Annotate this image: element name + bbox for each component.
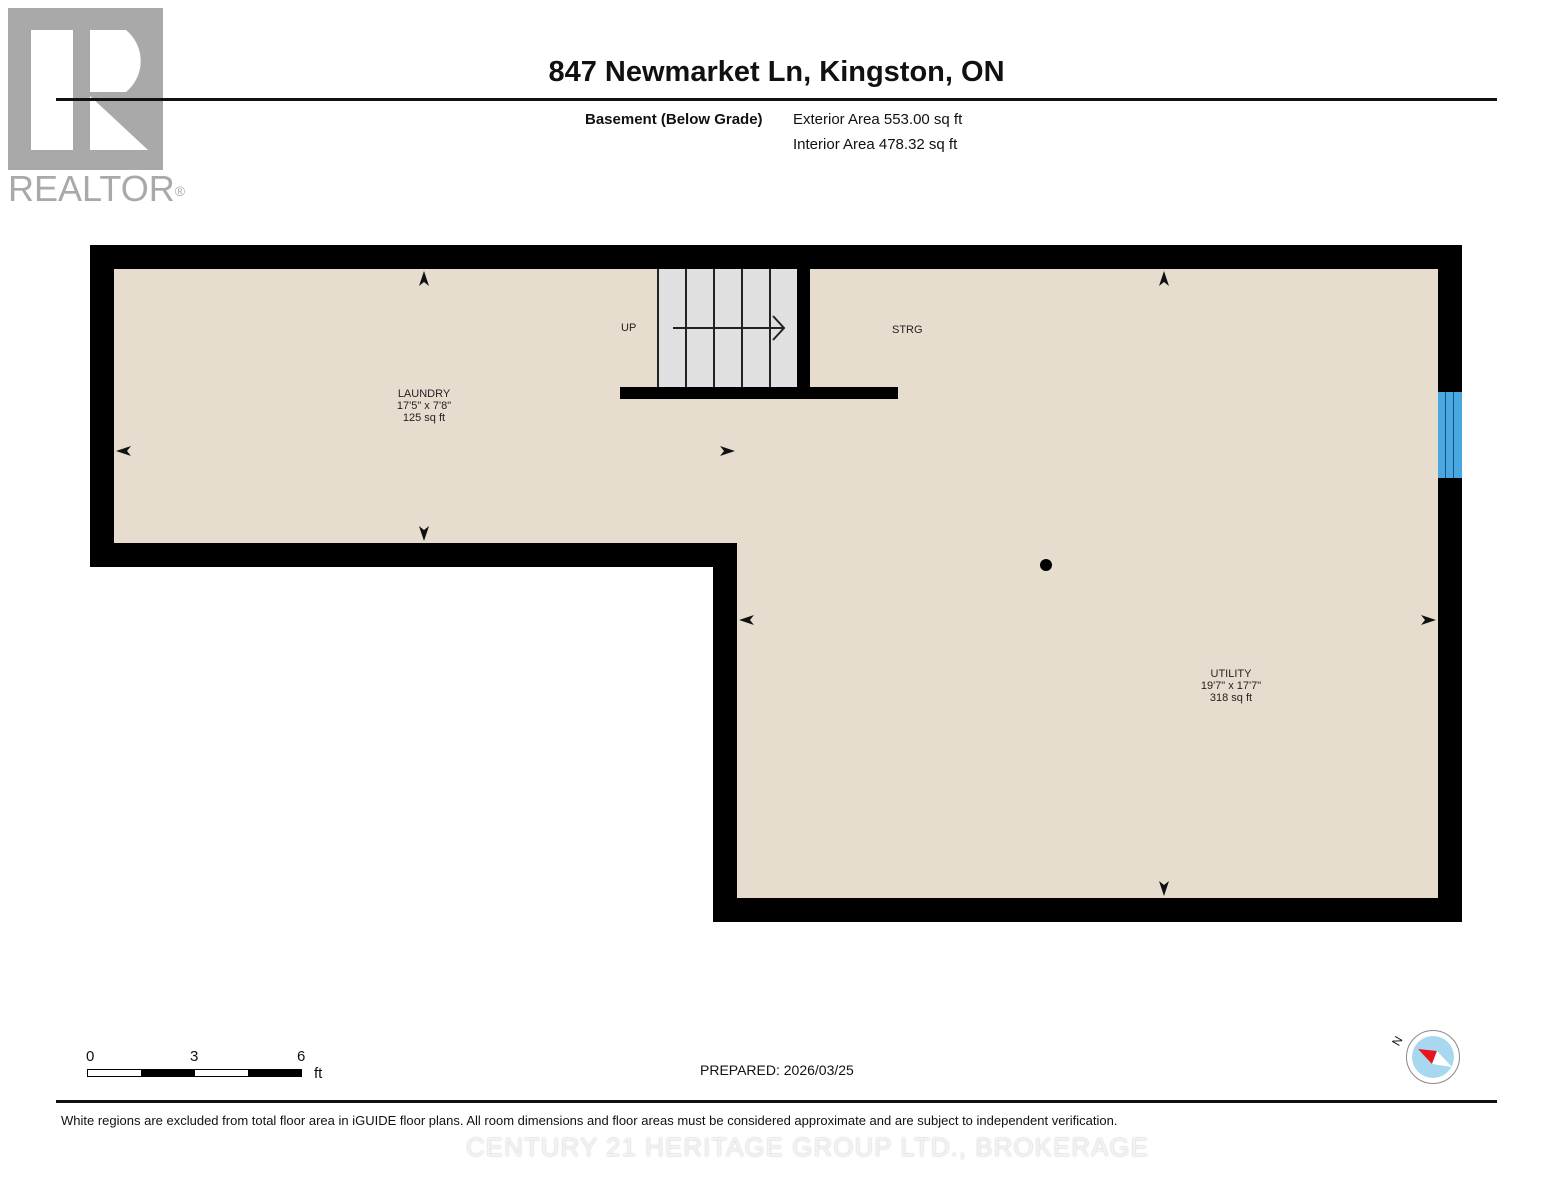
scale-unit: ft	[314, 1065, 323, 1082]
brokerage-watermark: CENTURY 21 HERITAGE GROUP LTD., BROKERAG…	[466, 1132, 1149, 1162]
room-name: UTILITY	[1210, 668, 1252, 680]
scale-segment	[141, 1070, 195, 1076]
wall-laundry-bottom	[90, 543, 737, 567]
scale-bar-graphic	[87, 1069, 302, 1077]
realtor-r-icon	[31, 30, 148, 150]
wall-bottom	[713, 898, 1462, 922]
wall-utility-left	[713, 543, 737, 922]
wall-right	[1438, 245, 1462, 922]
floor-level-label: Basement (Below Grade)	[585, 111, 763, 128]
prepared-date: PREPARED: 2026/03/25	[700, 1062, 854, 1078]
staircase	[657, 269, 797, 387]
room-utility: UTILITY 19'7" x 17'7" 318 sq ft	[1171, 668, 1291, 704]
room-area: 318 sq ft	[1209, 692, 1253, 704]
arrow-left-icon	[116, 446, 131, 456]
exterior-area: Exterior Area 553.00 sq ft	[793, 111, 963, 128]
window-pane-line	[1445, 392, 1446, 478]
scale-tick-6: 6	[297, 1048, 306, 1065]
room-area: 125 sq ft	[402, 412, 446, 424]
arrow-left-icon	[739, 615, 754, 625]
arrow-down-icon	[1159, 881, 1169, 896]
scale-tick-0: 0	[86, 1048, 95, 1065]
wall-stair-divider	[797, 269, 810, 399]
compass-needle-icon	[1418, 1049, 1452, 1067]
arrow-up-icon	[419, 271, 429, 286]
page-title: 847 Newmarket Ln, Kingston, ON	[548, 56, 1005, 88]
realtor-logo-text: REALTOR®	[8, 168, 186, 209]
wall-stair-ledge	[620, 387, 898, 399]
disclaimer-text: White regions are excluded from total fl…	[61, 1113, 1118, 1128]
floor-drain-icon	[1040, 559, 1052, 571]
room-dimensions: 17'5" x 7'8"	[396, 400, 452, 412]
wall-left	[90, 245, 114, 567]
stairs-up-label: UP	[621, 322, 637, 334]
room-dimensions: 19'7" x 17'7"	[1200, 680, 1262, 692]
room-name: LAUNDRY	[397, 388, 451, 400]
interior-area: Interior Area 478.32 sq ft	[793, 136, 958, 153]
arrow-up-icon	[1159, 271, 1169, 286]
arrow-right-icon	[1421, 615, 1436, 625]
dimension-arrows	[116, 271, 1436, 896]
window-pane-line	[1453, 392, 1454, 478]
window	[1438, 392, 1462, 478]
storage-floor	[810, 269, 1438, 389]
arrow-right-icon	[720, 446, 735, 456]
header-divider	[56, 98, 1497, 101]
storage-label: STRG	[892, 324, 923, 336]
wall-top	[90, 245, 1462, 269]
arrow-down-icon	[419, 526, 429, 541]
realtor-logo-icon	[8, 8, 163, 170]
laundry-floor	[114, 269, 737, 543]
compass-north-label: N	[1389, 1033, 1406, 1049]
stair-direction-arrow-icon	[673, 315, 786, 341]
room-laundry: LAUNDRY 17'5" x 7'8" 125 sq ft	[364, 388, 484, 424]
scale-tick-3: 3	[190, 1048, 199, 1065]
footer-divider	[56, 1100, 1497, 1103]
scale-segment	[248, 1070, 302, 1076]
compass-icon	[1406, 1030, 1460, 1084]
